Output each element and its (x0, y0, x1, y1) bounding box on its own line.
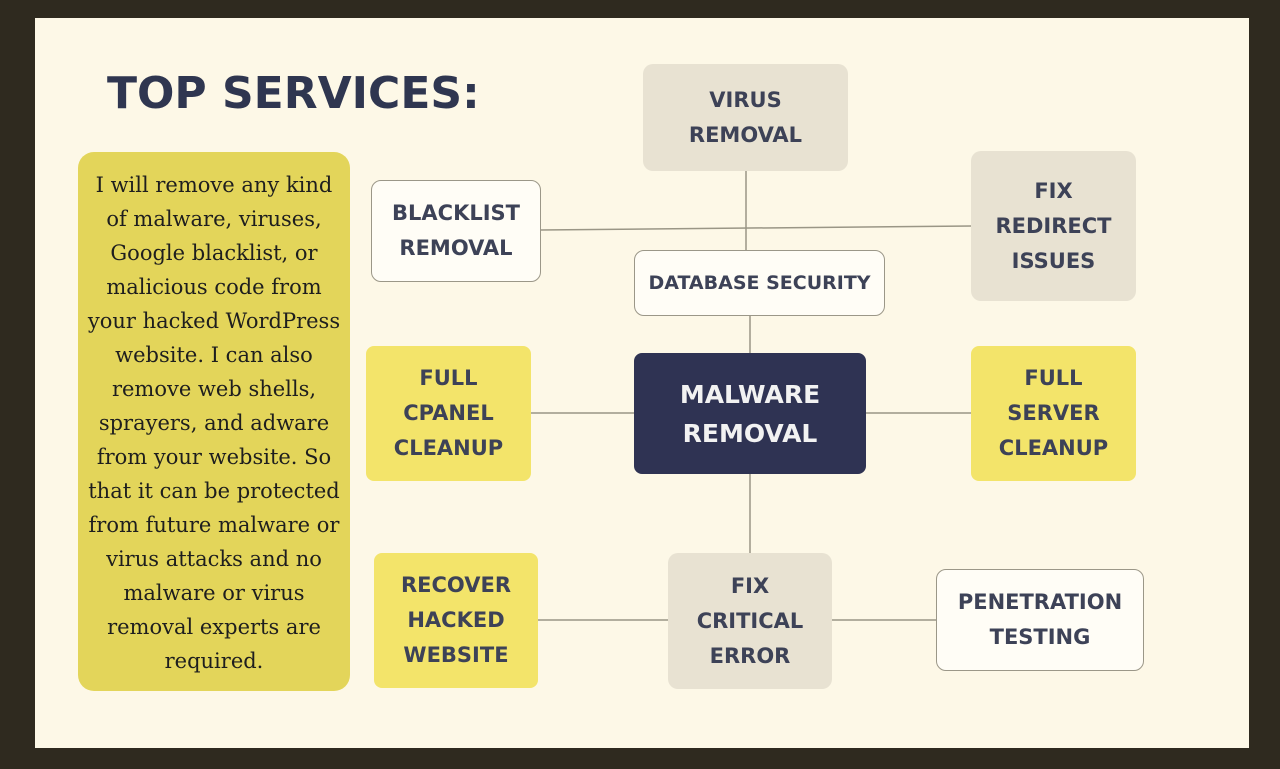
node-blacklist-removal: BLACKLIST REMOVAL (371, 180, 541, 282)
node-fix-critical-error: FIX CRITICAL ERROR (668, 553, 832, 689)
node-penetration-testing: PENETRATION TESTING (936, 569, 1144, 671)
node-database-security: DATABASE SECURITY (634, 250, 885, 316)
node-virus-removal: VIRUS REMOVAL (643, 64, 848, 171)
page-title: TOP SERVICES: (107, 68, 480, 119)
node-recover-hacked-website: RECOVER HACKED WEBSITE (374, 553, 538, 688)
connector-blacklist-to-redirect (539, 225, 973, 231)
node-full-server-cleanup: FULL SERVER CLEANUP (971, 346, 1136, 481)
node-malware-removal: MALWARE REMOVAL (634, 353, 866, 474)
node-fix-redirect-issues: FIX REDIRECT ISSUES (971, 151, 1136, 301)
service-description: I will remove any kind of malware, virus… (78, 152, 350, 691)
node-full-cpanel-cleanup: FULL CPANEL CLEANUP (366, 346, 531, 481)
